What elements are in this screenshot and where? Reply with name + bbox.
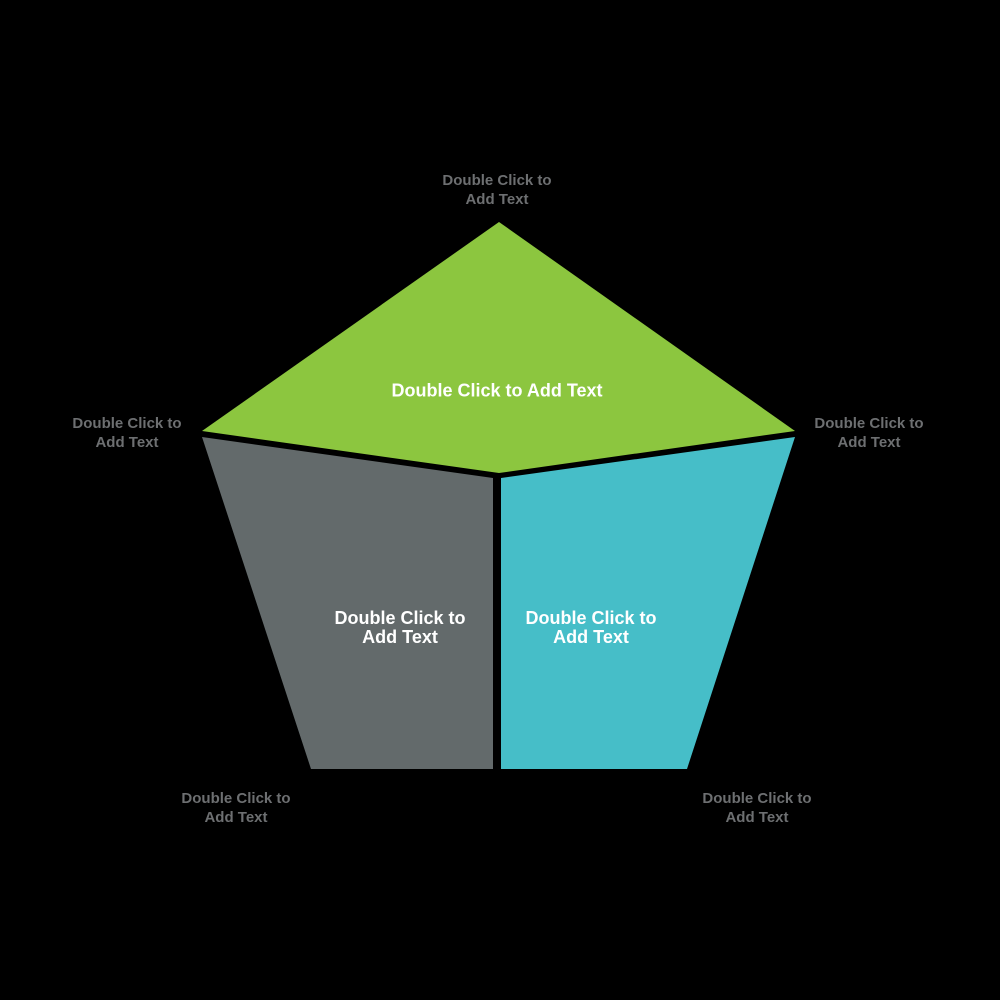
segment-label-bottom-left-line1: Double Click to: [334, 608, 466, 628]
pentagon-segment-bottom-right[interactable]: [501, 437, 795, 769]
segment-label-top-line1: Double Click to Add Text: [391, 380, 603, 401]
segment-label-bottom-right[interactable]: Double Click to Add Text: [525, 609, 656, 647]
pentagon-segment-bottom-left[interactable]: [202, 437, 493, 769]
outer-label-bottom-left-line2: Add Text: [204, 809, 268, 826]
segment-label-bottom-left-line2: Add Text: [362, 627, 438, 647]
outer-label-bottom-left-line1: Double Click to: [181, 790, 291, 807]
outer-label-bottom-right-line1: Double Click to: [702, 790, 812, 807]
outer-label-top-line1: Double Click to: [442, 172, 552, 189]
outer-label-right-line2: Add Text: [837, 434, 901, 451]
outer-label-bottom-right[interactable]: Double Click to Add Text: [702, 789, 811, 827]
outer-label-left-line1: Double Click to: [72, 415, 182, 432]
outer-label-top[interactable]: Double Click to Add Text: [442, 171, 551, 209]
outer-label-top-line2: Add Text: [465, 191, 529, 208]
outer-label-bottom-right-line2: Add Text: [725, 809, 789, 826]
segment-label-bottom-right-line1: Double Click to: [525, 608, 657, 628]
outer-label-bottom-left[interactable]: Double Click to Add Text: [181, 789, 290, 827]
outer-label-right[interactable]: Double Click to Add Text: [814, 414, 923, 452]
segment-label-top[interactable]: Double Click to Add Text: [391, 380, 603, 401]
pentagon-segment-top[interactable]: [202, 222, 795, 473]
outer-label-right-line1: Double Click to: [814, 415, 924, 432]
segment-label-bottom-left[interactable]: Double Click to Add Text: [334, 609, 465, 647]
outer-label-left[interactable]: Double Click to Add Text: [72, 414, 181, 452]
segment-label-bottom-right-line2: Add Text: [553, 627, 629, 647]
outer-label-left-line2: Add Text: [95, 434, 159, 451]
